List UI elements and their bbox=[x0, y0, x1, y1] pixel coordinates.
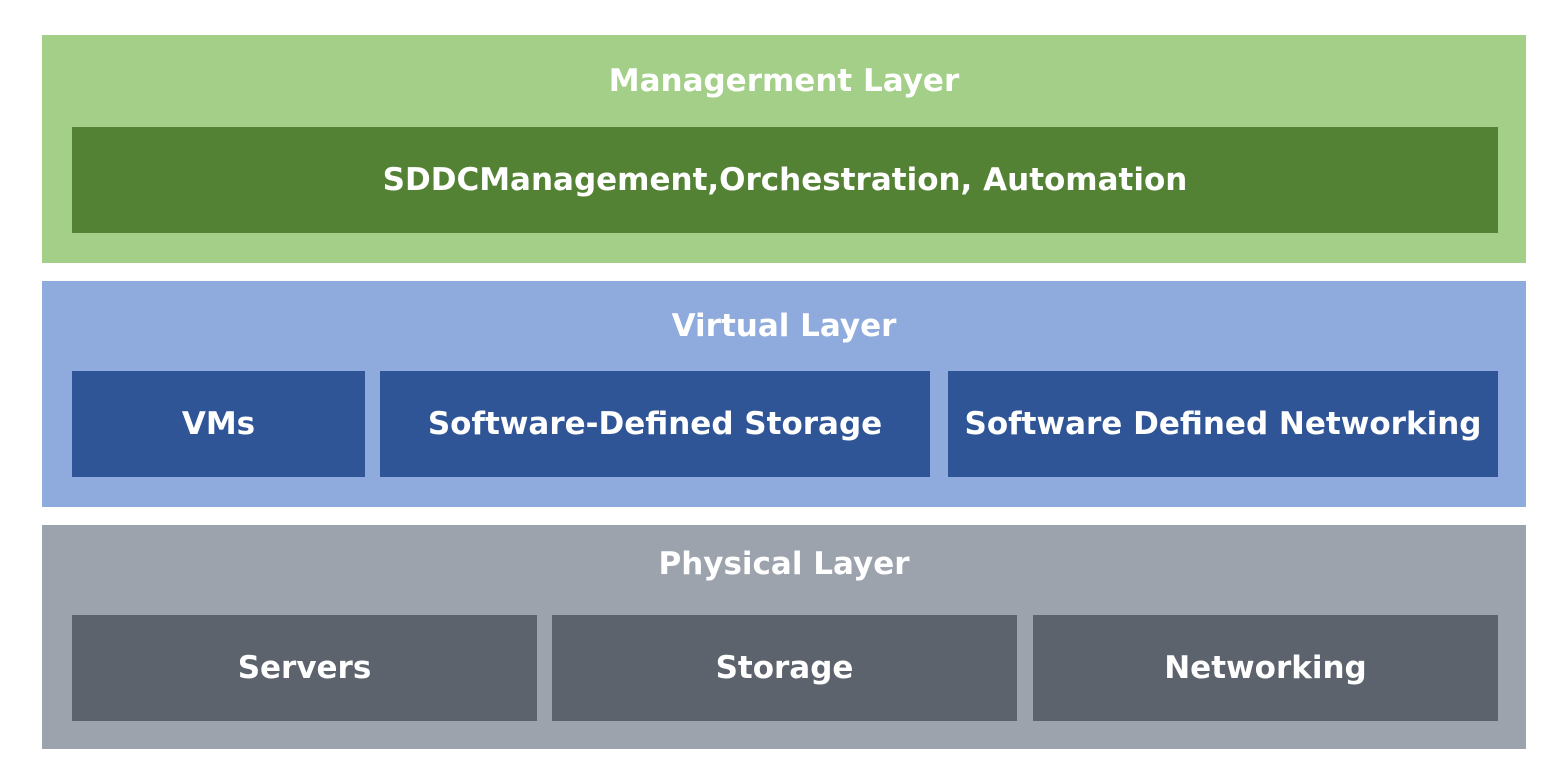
software-defined-networking-box: Software Defined Networking bbox=[948, 371, 1498, 477]
servers-box: Servers bbox=[72, 615, 537, 721]
sddc-management-box: SDDCManagement,Orchestration, Automation bbox=[72, 127, 1498, 233]
physical-layer: Physical Layer Servers Storage Networkin… bbox=[42, 525, 1526, 749]
vms-box: VMs bbox=[72, 371, 365, 477]
management-layer: Managerment Layer SDDCManagement,Orchest… bbox=[42, 35, 1526, 263]
software-defined-storage-box: Software-Defined Storage bbox=[380, 371, 930, 477]
networking-box: Networking bbox=[1033, 615, 1498, 721]
physical-layer-title: Physical Layer bbox=[658, 546, 910, 582]
storage-box: Storage bbox=[552, 615, 1017, 721]
management-layer-title: Managerment Layer bbox=[608, 63, 960, 99]
virtual-layer-title: Virtual Layer bbox=[671, 308, 897, 344]
virtual-layer: Virtual Layer VMs Software-Defined Stora… bbox=[42, 281, 1526, 507]
